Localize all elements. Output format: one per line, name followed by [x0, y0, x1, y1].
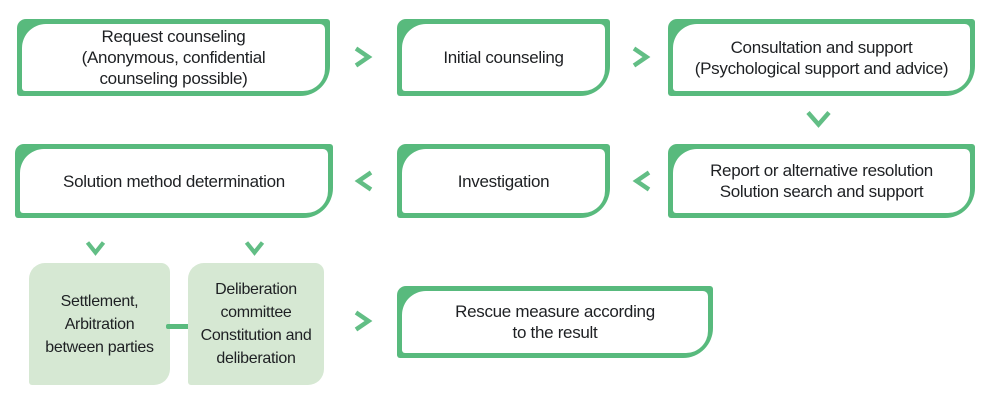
flow-box-request-counseling: Request counseling (Anonymous, confident… [17, 19, 330, 96]
flow-box-report-or-alternative-resolution-body: Report or alternative resolution Solutio… [673, 149, 970, 213]
box-text-line: Solution method determination [63, 171, 285, 191]
chevron-down-icon [244, 240, 265, 256]
flow-box-report-or-alternative-resolution: Report or alternative resolution Solutio… [668, 144, 975, 218]
flow-box-initial-counseling: Initial counseling [397, 19, 610, 96]
box-text-line: Arbitration [64, 315, 135, 333]
box-text-line: Deliberation [215, 281, 297, 298]
box-text-line: Report or alternative resolution [710, 161, 933, 180]
flow-box-consultation-support: Consultation and support (Psychological … [668, 19, 975, 96]
box-text-line: Rescue measure according [455, 302, 655, 321]
box-text-line: Consultation and support [730, 37, 913, 57]
chevron-down-icon [85, 240, 106, 256]
chevron-right-icon [630, 46, 651, 68]
flow-box-request-counseling-body: Request counseling (Anonymous, confident… [22, 24, 325, 91]
chevron-left-icon [354, 170, 375, 192]
flow-box-settlement-arbitration: Settlement, Arbitration between parties [29, 263, 170, 385]
box-text-line: committee [220, 304, 292, 321]
box-text-line: Request counseling [101, 27, 246, 46]
box-text-line: to the result [512, 323, 598, 342]
box-text-line: Initial counseling [443, 48, 564, 67]
flow-box-rescue-measure-body: Rescue measure according to the result [402, 291, 708, 353]
flow-box-solution-method-determination-body: Solution method determination [20, 149, 328, 213]
chevron-right-icon [352, 310, 373, 332]
box-text-line: Investigation [457, 171, 550, 191]
flow-box-deliberation-committee: Deliberation committee Constitution and … [188, 263, 324, 385]
box-text-line: between parties [45, 338, 154, 356]
box-text-line: deliberation [216, 350, 296, 367]
box-text-line: (Psychological support and advice) [694, 58, 949, 78]
flow-box-rescue-measure: Rescue measure according to the result [397, 286, 713, 358]
flow-box-initial-counseling-body: Initial counseling [402, 24, 605, 91]
box-text-line: counseling possible) [99, 69, 248, 88]
flow-box-investigation: Investigation [397, 144, 610, 218]
box-text-line: (Anonymous, confidential [81, 48, 266, 67]
chevron-right-icon [352, 46, 373, 68]
dash-link [166, 324, 191, 329]
flow-box-consultation-support-body: Consultation and support (Psychological … [673, 24, 970, 91]
box-text-line: Constitution and [200, 327, 312, 344]
flow-box-solution-method-determination: Solution method determination [15, 144, 333, 218]
chevron-left-icon [632, 170, 653, 192]
box-text-line: Solution search and support [719, 182, 924, 201]
chevron-down-icon [805, 110, 832, 128]
box-text-line: Settlement, [60, 292, 139, 310]
flow-box-investigation-body: Investigation [402, 149, 605, 213]
